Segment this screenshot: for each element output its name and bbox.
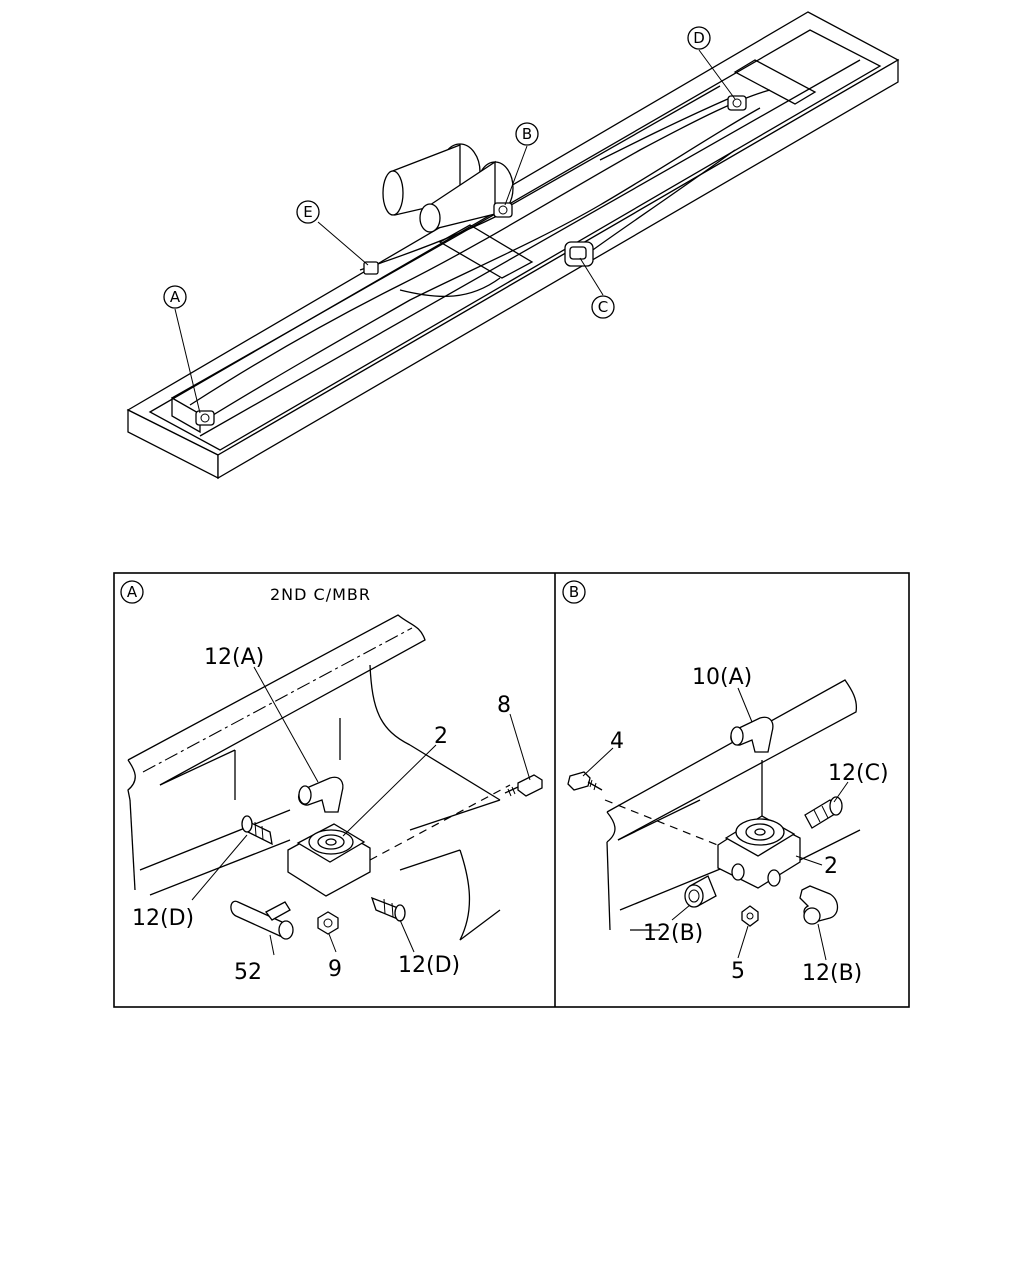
- valve-location-b: [493, 202, 513, 218]
- valve-body-a: [287, 823, 371, 897]
- elbow-fitting-12b-right: [799, 885, 839, 925]
- svg-text:A: A: [170, 288, 181, 306]
- bolt-4: [567, 771, 603, 791]
- fitting-12b-left: [684, 875, 717, 908]
- detail-a: A 2ND C/MBR: [120, 580, 543, 985]
- svg-text:E: E: [303, 203, 312, 221]
- label-12b-right: 12(B): [802, 961, 862, 986]
- label-2-a: 2: [434, 724, 448, 749]
- detail-a-title: 2ND C/MBR: [270, 585, 371, 604]
- valve-location-c: [564, 241, 594, 267]
- detail-frame: [113, 572, 910, 1008]
- label-2-b: 2: [824, 854, 838, 879]
- valve-location-a: [195, 410, 215, 426]
- fitting-12c: [804, 796, 843, 829]
- label-12d-left: 12(D): [132, 906, 194, 931]
- tee-fitting-52: [230, 900, 294, 940]
- elbow-fitting-12a: [297, 776, 344, 813]
- label-12b-left: 12(B): [643, 921, 703, 946]
- label-5: 5: [731, 959, 745, 984]
- svg-text:B: B: [522, 125, 532, 143]
- fitting-12d-left: [241, 815, 273, 846]
- callout-d: D: [687, 26, 711, 50]
- detail-a-marker: A: [120, 580, 144, 604]
- chassis-frame-overview: A B C D E: [126, 11, 900, 480]
- label-52: 52: [234, 960, 262, 985]
- nut-9: [317, 911, 339, 935]
- elbow-fitting-10a: [730, 716, 774, 753]
- fitting-12d-right: [370, 896, 406, 922]
- svg-text:D: D: [693, 29, 705, 47]
- callout-b: B: [515, 122, 539, 146]
- label-12d-right: 12(D): [398, 953, 460, 978]
- valve-body-b: [717, 815, 801, 889]
- label-12a: 12(A): [204, 645, 264, 670]
- callout-e: E: [296, 200, 320, 224]
- label-12c: 12(C): [828, 761, 889, 786]
- nut-5: [741, 905, 759, 927]
- label-4: 4: [610, 729, 624, 754]
- svg-text:C: C: [598, 298, 608, 316]
- bolt-8: [504, 774, 543, 797]
- label-10a: 10(A): [692, 665, 752, 690]
- label-8: 8: [497, 693, 511, 718]
- callout-a: A: [163, 285, 187, 309]
- detail-b: B: [562, 580, 889, 986]
- label-9: 9: [328, 957, 342, 982]
- detail-b-marker: B: [562, 580, 586, 604]
- svg-text:B: B: [569, 583, 579, 601]
- callout-c: C: [591, 295, 615, 319]
- valve-location-d: [727, 95, 747, 111]
- svg-text:A: A: [127, 583, 138, 601]
